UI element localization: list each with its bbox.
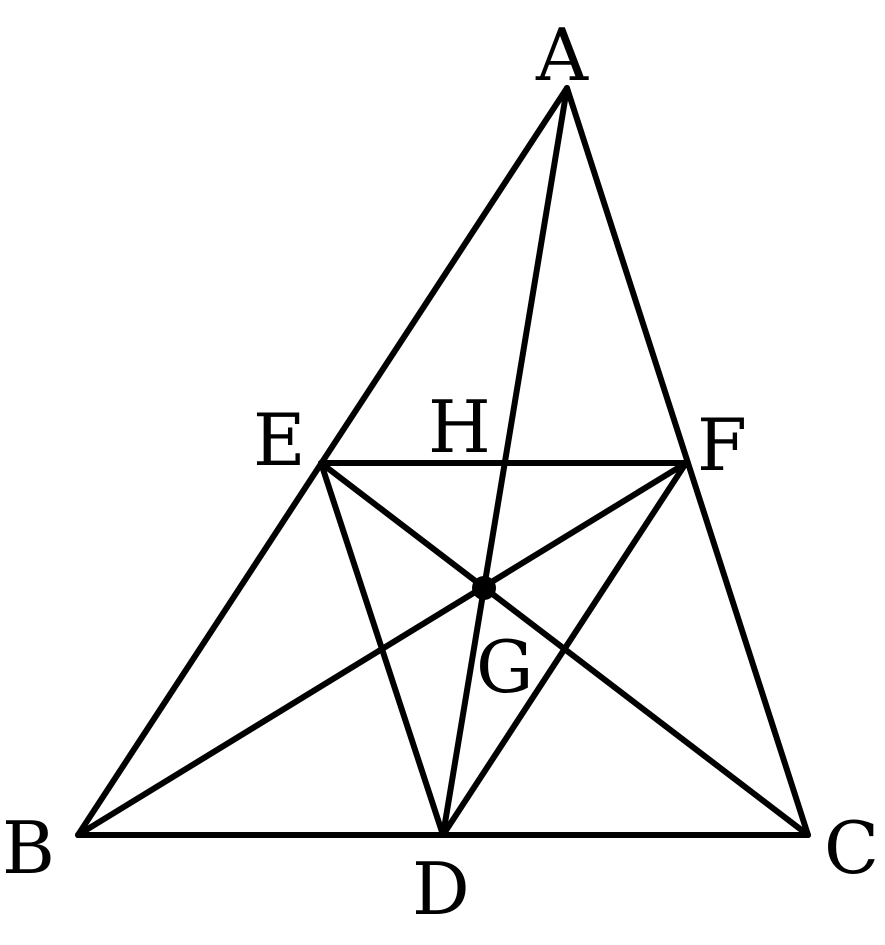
label-f: F: [697, 403, 747, 487]
label-h: H: [428, 385, 491, 469]
label-e: E: [253, 398, 306, 482]
label-b: B: [2, 806, 55, 890]
segment-ad: [440, 85, 570, 838]
label-c: C: [824, 806, 879, 890]
label-a: A: [535, 13, 589, 97]
label-d: D: [412, 847, 470, 931]
segment-ec: [318, 460, 811, 838]
point-g-dot: [472, 576, 496, 600]
label-g: G: [476, 625, 534, 709]
segment-bf: [75, 460, 689, 838]
